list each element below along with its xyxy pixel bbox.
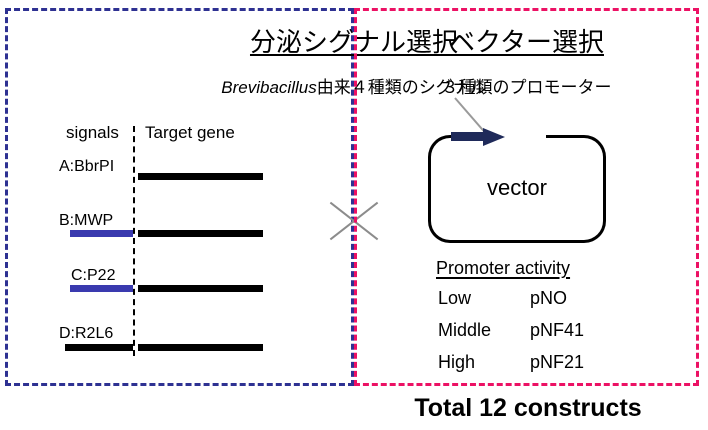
gene-bar-a [138, 173, 263, 180]
promoter-activity-middle: Middle [438, 320, 492, 340]
signal-label-a: A:BbrPI [59, 158, 115, 175]
secretion-signal-title: 分泌シグナル選択 [249, 27, 458, 57]
secretion-signal-panel [5, 8, 354, 386]
promoter-activity-header: Promoter activity [436, 258, 571, 278]
promoter-plasmid-pnf41: pNF41 [530, 320, 585, 340]
promoter-plasmid-pnf21: pNF21 [530, 352, 585, 372]
target-gene-column-header: Target gene [145, 123, 235, 142]
total-constructs-label: Total 12 constructs [414, 394, 642, 422]
gene-bar-c [138, 285, 263, 292]
promoter-count-note: ３種類のプロモーター [441, 78, 612, 97]
subtitle-rest: 由来４種類のシグナル [316, 78, 487, 97]
gene-bar-d [138, 344, 263, 351]
promoter-plasmid-pno: pNO [530, 288, 568, 308]
signal-label-d: D:R2L6 [59, 325, 114, 342]
promoter-activity-high: High [438, 352, 476, 372]
vector-selection-panel [354, 8, 699, 386]
vector-label: vector [487, 175, 547, 200]
signal-bar-c [70, 285, 133, 292]
signal-bar-b [70, 230, 133, 237]
gene-bar-b [138, 230, 263, 237]
signal-label-b: B:MWP [59, 212, 114, 229]
promoter-activity-low: Low [438, 288, 472, 308]
vector-selection-title: ベクター選択 [449, 27, 604, 57]
signal-gene-divider [133, 126, 135, 356]
secretion-signal-subtitle: Brevibacillus由来４種類のシグナル [0, 73, 708, 98]
signal-bar-d [65, 344, 133, 351]
organism-name: Brevibacillus [221, 78, 317, 97]
signals-column-header: signals [66, 123, 119, 142]
signal-label-c: C:P22 [71, 267, 116, 284]
promoter-arrow-icon [451, 128, 505, 146]
